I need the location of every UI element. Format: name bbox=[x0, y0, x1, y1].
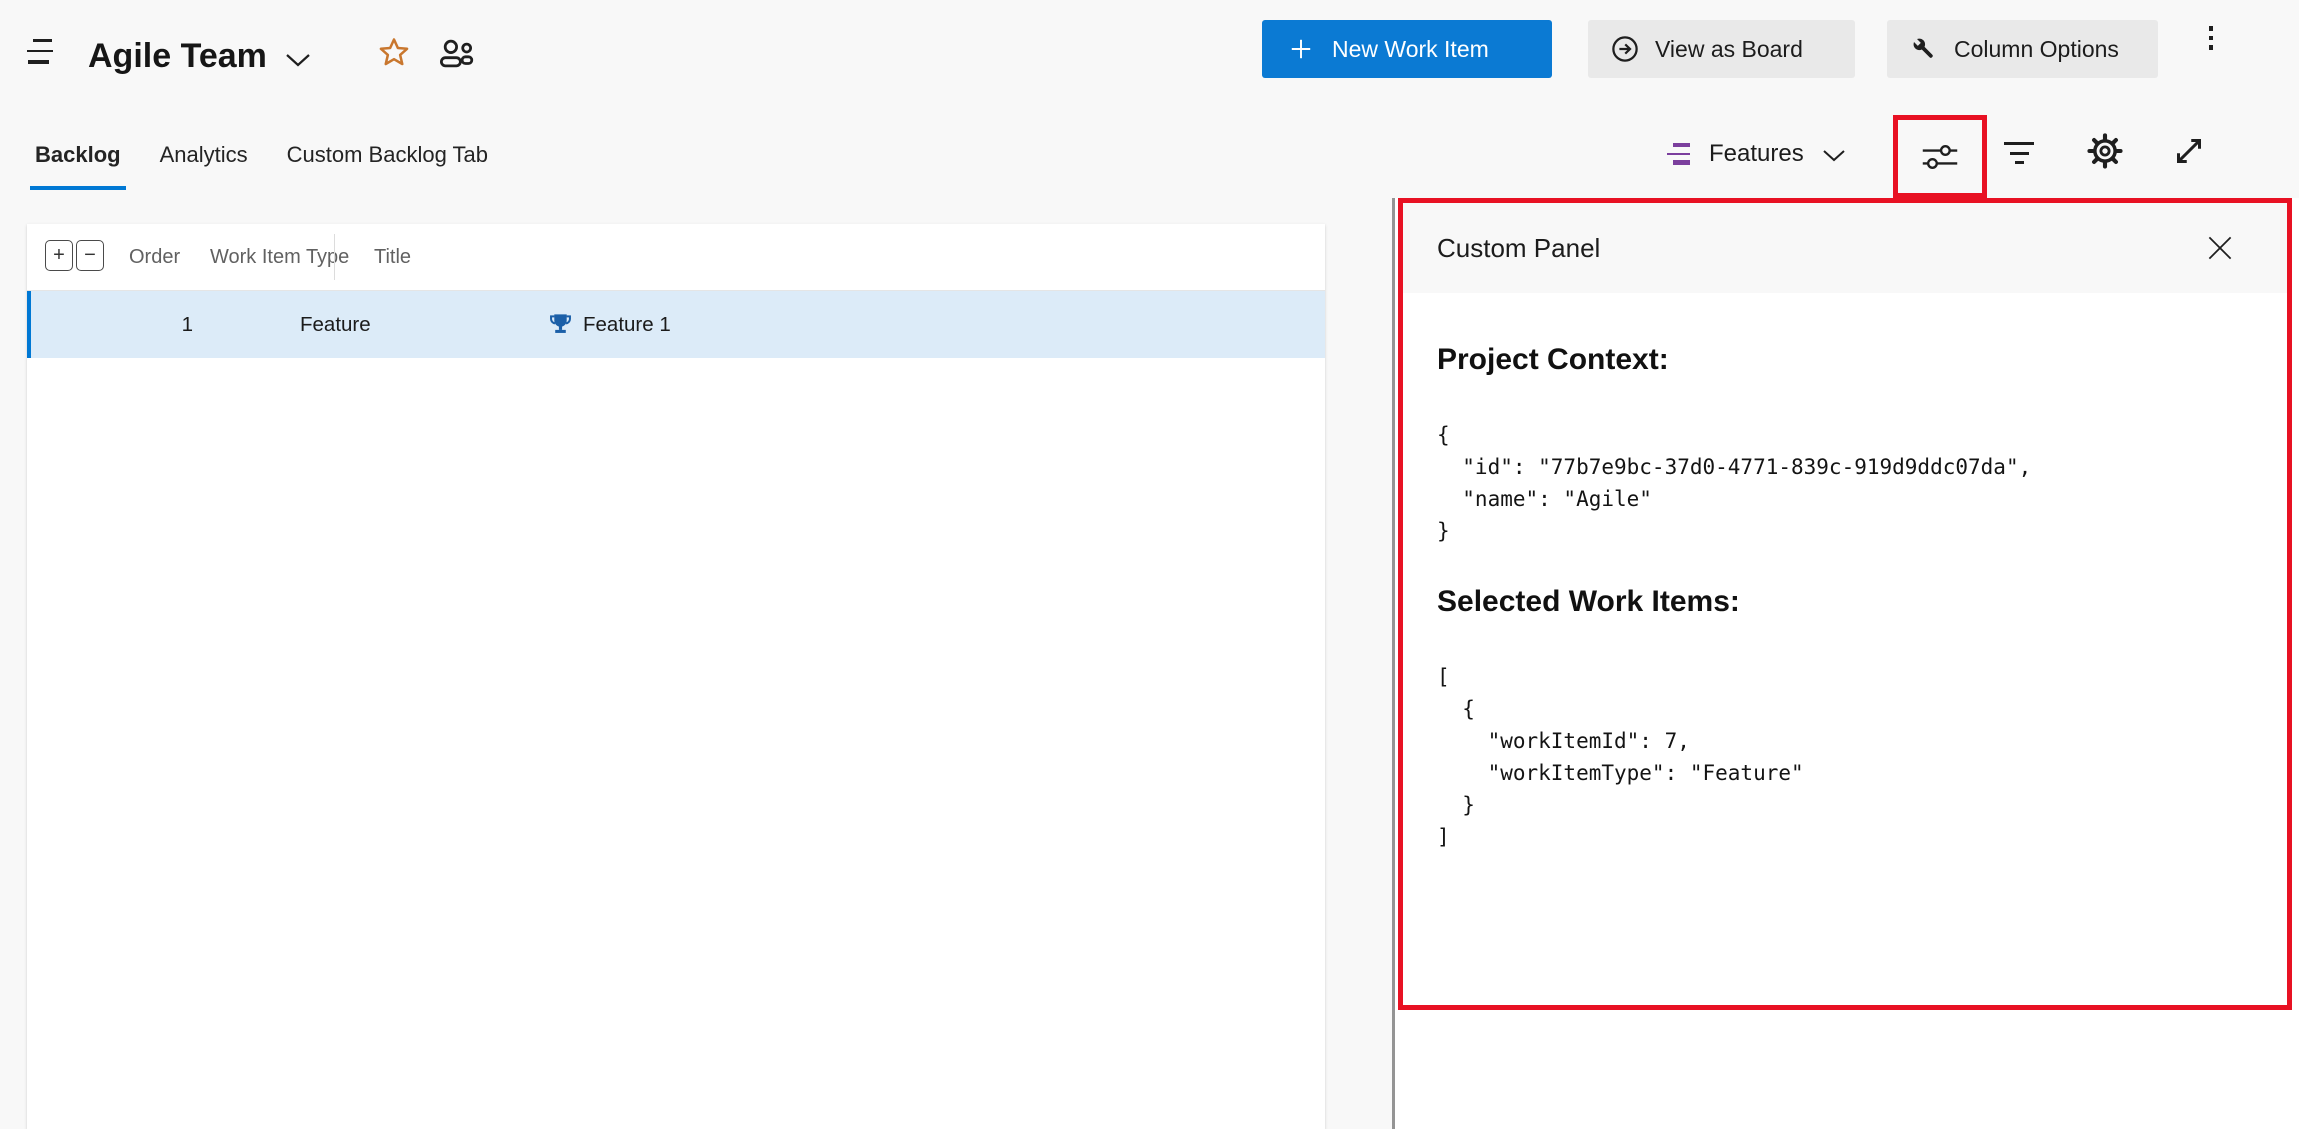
gear-icon bbox=[2086, 132, 2124, 170]
panel-resize-divider[interactable] bbox=[1392, 198, 1395, 1129]
custom-panel-body: Project Context: { "id": "77b7e9bc-37d0-… bbox=[1403, 293, 2287, 853]
collapse-all-button[interactable]: − bbox=[76, 240, 104, 271]
column-options-button[interactable]: Column Options bbox=[1887, 20, 2158, 78]
tab-analytics[interactable]: Analytics bbox=[159, 142, 248, 167]
ellipsis-dot bbox=[2208, 35, 2214, 40]
close-icon bbox=[2207, 235, 2233, 261]
expand-icon bbox=[2171, 133, 2207, 169]
hamburger-menu-icon[interactable] bbox=[27, 39, 53, 64]
row-selection-bar bbox=[27, 291, 31, 358]
plus-icon bbox=[1288, 36, 1314, 62]
tab-bar: Backlog Analytics Custom Backlog Tab bbox=[30, 130, 489, 190]
team-members-icon bbox=[437, 38, 475, 68]
backlog-level-label: Features bbox=[1709, 140, 1804, 167]
filter-button[interactable] bbox=[1994, 128, 2044, 178]
column-separator bbox=[334, 234, 335, 280]
page-title: Agile Team bbox=[88, 36, 267, 75]
feature-trophy-icon bbox=[547, 311, 574, 338]
settings-button[interactable] bbox=[2080, 126, 2130, 176]
circle-arrow-icon bbox=[1610, 34, 1640, 64]
backlog-grid: + − Order Work Item Type Title 1 Feature bbox=[27, 224, 1325, 1129]
panel-close-button[interactable] bbox=[2203, 231, 2237, 265]
team-members-button[interactable] bbox=[434, 34, 478, 72]
work-item-title-text[interactable]: Feature 1 bbox=[583, 313, 671, 336]
team-selector[interactable]: Agile Team bbox=[88, 28, 311, 84]
more-options-button[interactable] bbox=[2195, 26, 2227, 78]
column-header-work-item-type[interactable]: Work Item Type bbox=[210, 246, 350, 268]
sliders-icon bbox=[1920, 143, 1960, 171]
hamburger-bar bbox=[27, 49, 53, 53]
panel-title: Custom Panel bbox=[1437, 233, 1601, 263]
custom-panel-header: Custom Panel bbox=[1403, 203, 2287, 293]
cell-title: Feature 1 bbox=[547, 291, 671, 358]
new-work-item-button[interactable]: New Work Item bbox=[1262, 20, 1552, 78]
column-options-label: Column Options bbox=[1954, 35, 2119, 62]
chevron-down-icon bbox=[285, 53, 311, 68]
annotation-highlight-view-options bbox=[1893, 115, 1987, 198]
tab-backlog[interactable]: Backlog bbox=[30, 130, 126, 190]
expand-all-button[interactable]: + bbox=[45, 240, 73, 271]
grid-header-row: + − Order Work Item Type Title bbox=[27, 224, 1325, 291]
hamburger-bar bbox=[28, 60, 49, 64]
table-row[interactable]: 1 Feature Fe bbox=[27, 291, 1325, 358]
column-header-order[interactable]: Order bbox=[129, 246, 181, 268]
backlog-level-picker[interactable]: Features bbox=[1660, 132, 1846, 176]
wrench-icon bbox=[1909, 34, 1939, 64]
new-work-item-label: New Work Item bbox=[1332, 35, 1489, 62]
cell-work-item-type: Feature bbox=[300, 313, 371, 336]
backlog-level-icon bbox=[1667, 143, 1691, 165]
tab-custom-backlog-tab[interactable]: Custom Backlog Tab bbox=[286, 142, 489, 167]
cell-order: 1 bbox=[181, 313, 193, 336]
chevron-down-icon bbox=[1822, 149, 1846, 163]
view-as-board-button[interactable]: View as Board bbox=[1588, 20, 1855, 78]
filter-icon bbox=[2003, 142, 2035, 164]
project-context-json: { "id": "77b7e9bc-37d0-4771-839c-919d9dd… bbox=[1437, 423, 2032, 543]
custom-panel: Custom Panel Project Context: { "id": "7… bbox=[1398, 198, 2292, 1010]
favorite-button[interactable] bbox=[374, 32, 414, 72]
star-icon bbox=[378, 36, 410, 68]
hamburger-bar bbox=[33, 39, 52, 42]
ellipsis-dot bbox=[2208, 45, 2214, 50]
ellipsis-dot bbox=[2208, 26, 2214, 31]
view-as-board-label: View as Board bbox=[1655, 35, 1803, 62]
section-heading-selected-work-items: Selected Work Items: bbox=[1437, 585, 1740, 618]
fullscreen-button[interactable] bbox=[2164, 126, 2214, 176]
view-options-button[interactable] bbox=[1908, 129, 1972, 185]
section-heading-project-context: Project Context: bbox=[1437, 343, 1669, 376]
selected-work-items-json: [ { "workItemId": 7, "workItemType": "Fe… bbox=[1437, 665, 1804, 849]
column-header-title[interactable]: Title bbox=[374, 246, 412, 268]
